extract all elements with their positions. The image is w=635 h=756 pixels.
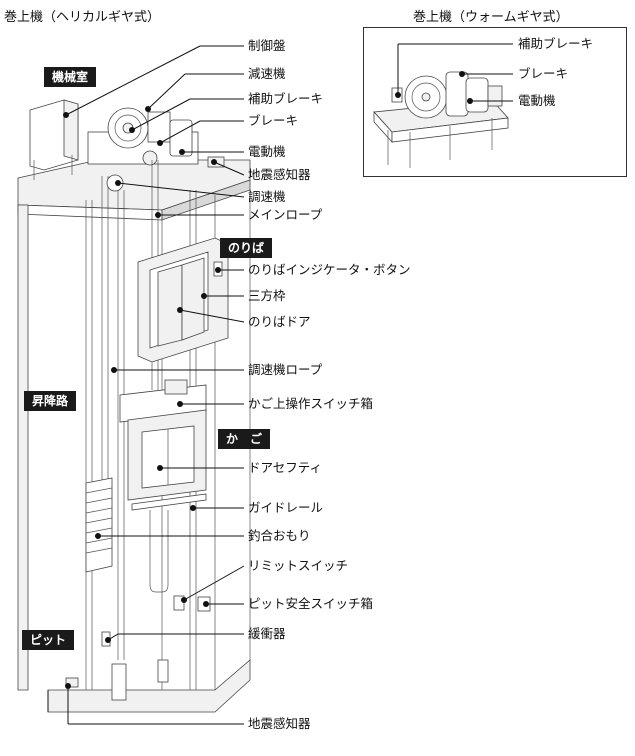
worm-gear-inset-frame xyxy=(363,27,627,177)
badge-pit: ピット xyxy=(22,630,75,650)
label-aux-brake: 補助ブレーキ xyxy=(248,91,324,106)
label-door-safety: ドアセフティ xyxy=(248,460,323,475)
label-governor-rope: 調速機ロープ xyxy=(248,362,323,377)
label-guide-rail: ガイドレール xyxy=(248,500,324,515)
main-title: 巻上機（ヘリカルギヤ式） xyxy=(4,10,161,25)
badge-machine-room: 機械室 xyxy=(44,67,97,87)
inset-label-motor: 電動機 xyxy=(518,93,556,108)
badge-hoistway: 昇降路 xyxy=(24,391,77,411)
label-brake: ブレーキ xyxy=(248,113,299,128)
label-control-panel: 制御盤 xyxy=(248,38,286,53)
inset-label-brake: ブレーキ xyxy=(518,66,569,81)
label-seismic-sensor-top: 地震感知器 xyxy=(248,167,311,182)
label-three-side-frame: 三方枠 xyxy=(248,288,286,303)
label-pit-switch: ピット安全スイッチ箱 xyxy=(248,596,374,611)
label-landing-door: のりばドア xyxy=(248,314,311,329)
badge-car: か ご xyxy=(218,429,271,449)
label-car-top-switch: かご上操作スイッチ箱 xyxy=(248,396,374,411)
label-counterweight: 釣合おもり xyxy=(248,528,311,543)
label-buffer: 緩衝器 xyxy=(248,626,286,641)
label-seismic-sensor-bottom: 地震感知器 xyxy=(248,716,311,731)
label-main-rope: メインロープ xyxy=(248,207,323,222)
badge-landing: のりば xyxy=(220,238,273,258)
inset-title: 巻上機（ウォームギヤ式） xyxy=(413,10,569,25)
label-reducer: 減速機 xyxy=(248,66,286,81)
label-motor: 電動機 xyxy=(248,144,286,159)
label-limit-switch: リミットスイッチ xyxy=(248,558,349,573)
inset-label-aux-brake: 補助ブレーキ xyxy=(518,36,594,51)
label-governor: 調速機 xyxy=(248,189,286,204)
label-landing-indicator: のりばインジケータ・ボタン xyxy=(248,262,411,277)
